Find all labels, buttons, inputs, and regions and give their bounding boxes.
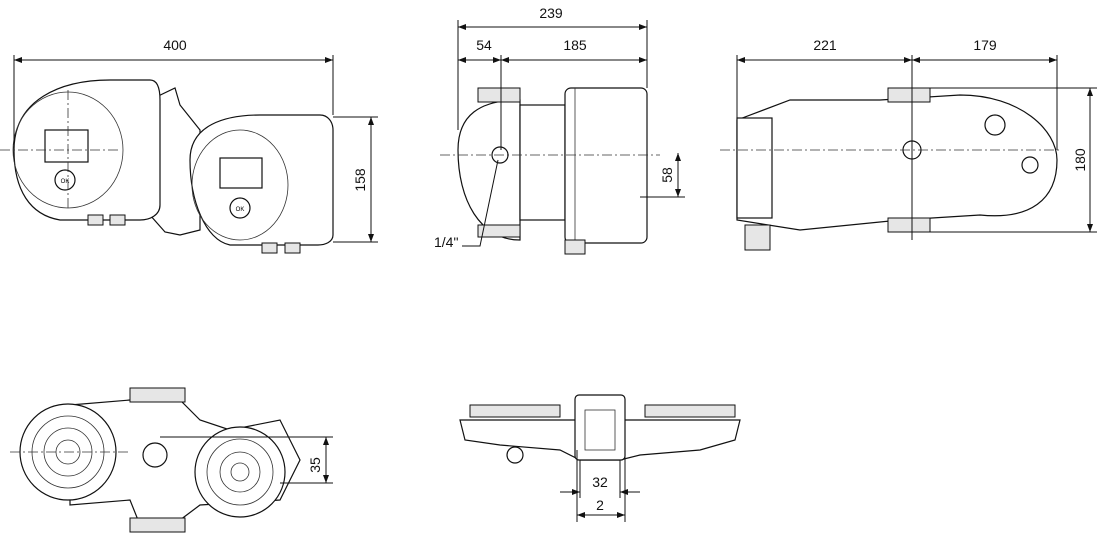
front-view: OK OK [0, 79, 334, 254]
dim-35: 35 [307, 457, 323, 473]
dim-158: 158 [352, 168, 368, 192]
ok-button-label: OK [236, 207, 245, 213]
dim-54: 54 [476, 37, 492, 53]
dim-2: 2 [596, 497, 604, 513]
side-view [440, 87, 660, 255]
rear-view [720, 87, 1060, 251]
ok-button-label: OK [61, 179, 70, 185]
dim-239: 239 [539, 5, 563, 21]
bottom-view [459, 394, 741, 464]
right-keypad [229, 197, 251, 219]
dim-58: 58 [659, 167, 675, 183]
right-display [219, 157, 263, 189]
motor-housing [564, 87, 648, 244]
left-keypad [54, 169, 76, 191]
left-display [44, 129, 89, 163]
dim-179: 179 [973, 37, 997, 53]
dim-400: 400 [163, 37, 187, 53]
dim-180: 180 [1072, 148, 1088, 172]
dim-185: 185 [563, 37, 587, 53]
top-view [10, 387, 301, 533]
dim-221: 221 [813, 37, 837, 53]
dim-port-1-4: 1/4" [434, 234, 458, 250]
dim-32: 32 [592, 474, 608, 490]
center-port [574, 394, 626, 461]
